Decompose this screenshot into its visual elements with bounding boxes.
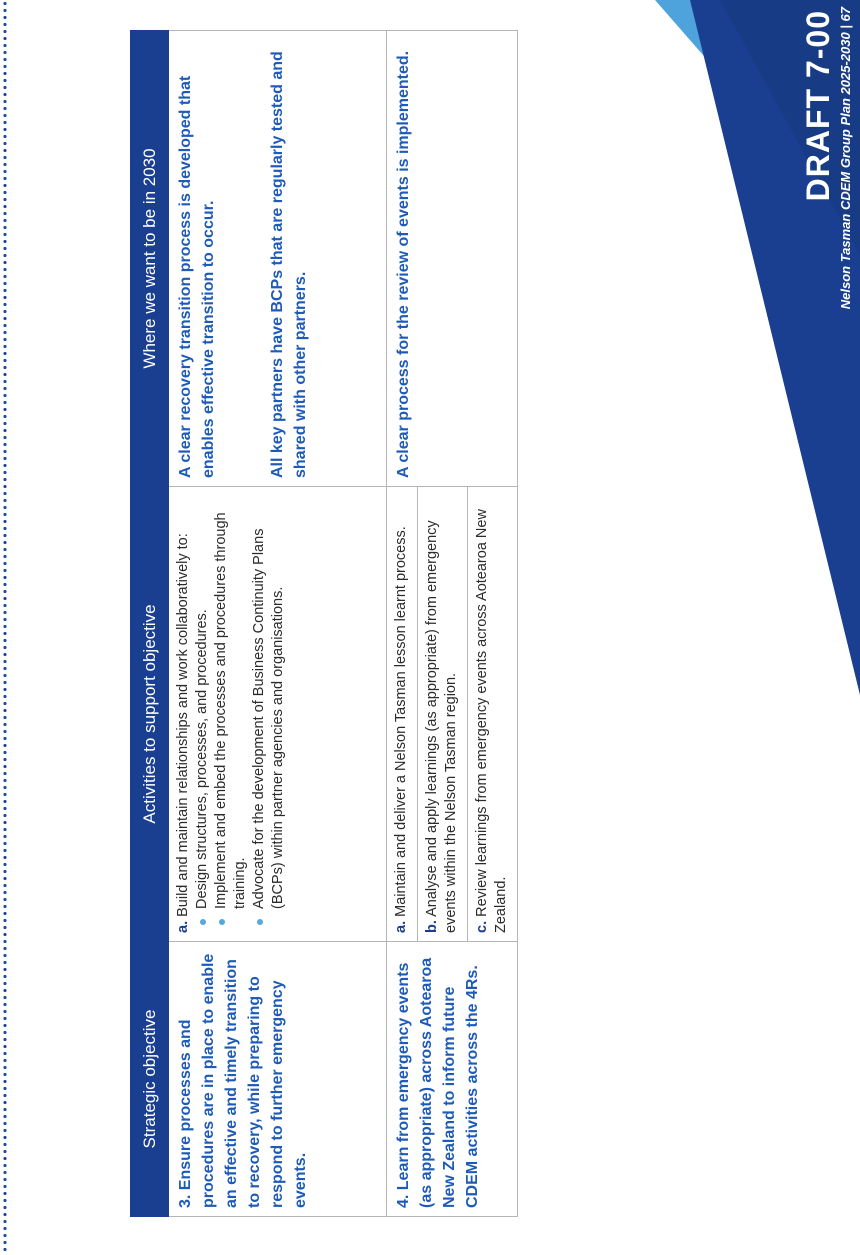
activities-cell: a. Build and maintain relationships and …	[168, 486, 387, 942]
activity-text: Maintain and deliver a Nelson Tasman les…	[393, 526, 409, 917]
header-activities: Activities to support objective	[130, 486, 169, 942]
activity-text: Analyse and apply learnings (as appropri…	[424, 520, 459, 933]
activity-item: a. Build and maintain relationships and …	[174, 495, 193, 933]
activity-label: b.	[424, 920, 440, 933]
activity-bullet: Implement and embed the processes and pr…	[212, 495, 250, 909]
goal-text: A clear process for the review of events…	[395, 50, 412, 478]
goal-text: All key partners have BCPs that are regu…	[269, 51, 309, 478]
activity-bullet: Design structures, processes, and proced…	[193, 495, 212, 909]
activity-label: c.	[474, 920, 490, 933]
dotted-margin-rule	[0, 0, 10, 1255]
activity-bullet-list: Design structures, processes, and proced…	[193, 495, 288, 933]
header-2030-goals: Where we want to be in 2030	[130, 30, 169, 487]
objective-text: 4. Learn from emergency events (as appro…	[395, 957, 481, 1208]
objective-text: 3. Ensure processes and procedures are i…	[177, 953, 309, 1208]
activity-text: Build and maintain relationships and wor…	[175, 533, 191, 917]
activities-cell: c. Review learnings from emergency event…	[467, 486, 518, 942]
objective-cell: 3. Ensure processes and procedures are i…	[168, 941, 387, 1217]
activities-cell: a. Maintain and deliver a Nelson Tasman …	[386, 486, 418, 942]
activity-bullet: Advocate for the development of Business…	[250, 495, 288, 909]
strategy-table: Strategic objective Activities to suppor…	[130, 30, 518, 1217]
goal-text: A clear recovery transition process is d…	[177, 75, 217, 478]
activities-cell: b. Analyse and apply learnings (as appro…	[417, 486, 468, 942]
page-footer: Nelson Tasman CDEM Group Plan 2025-2030 …	[838, 7, 853, 310]
table-row: 3. Ensure processes and procedures are i…	[168, 30, 387, 1217]
activity-label: a.	[175, 920, 191, 933]
goals-cell: A clear process for the review of events…	[386, 30, 518, 487]
goals-cell: A clear recovery transition process is d…	[168, 30, 387, 487]
table-row: 4. Learn from emergency events (as appro…	[386, 30, 518, 1217]
activity-text: Review learnings from emergency events a…	[474, 509, 509, 933]
table-header-row: Strategic objective Activities to suppor…	[130, 30, 169, 1217]
objective-cell: 4. Learn from emergency events (as appro…	[386, 941, 518, 1217]
header-strategic-objective: Strategic objective	[130, 941, 169, 1217]
activity-label: a.	[393, 920, 409, 933]
draft-label: DRAFT 7-00	[800, 10, 836, 202]
dark-band	[720, 0, 860, 255]
